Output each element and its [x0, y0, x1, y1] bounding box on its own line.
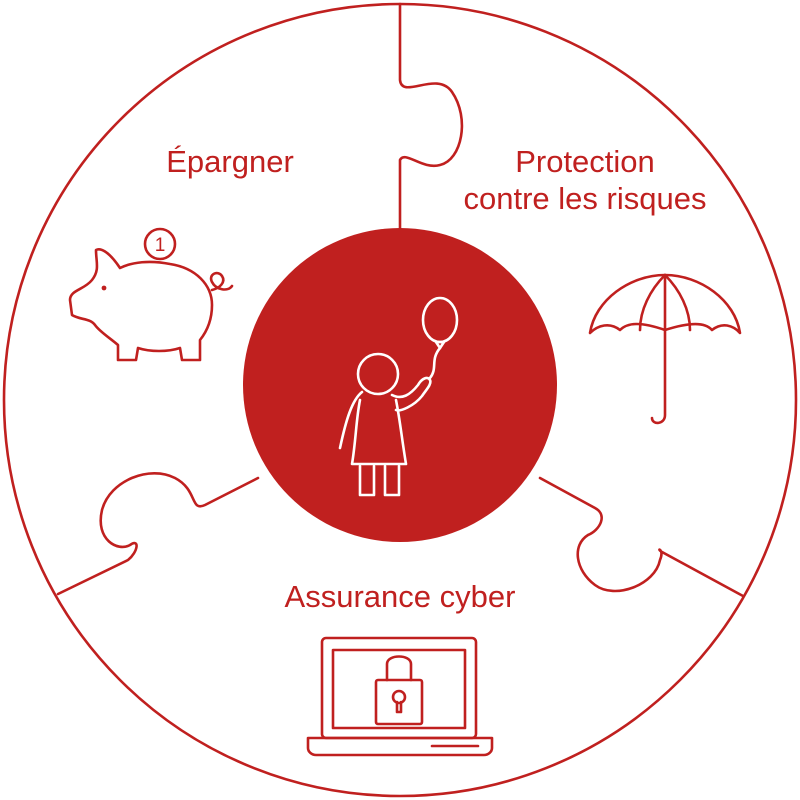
label-assurance-cyber: Assurance cyber — [284, 579, 516, 614]
child-with-balloon-icon — [338, 296, 459, 497]
umbrella-icon — [588, 273, 742, 425]
piggy-coin-text: 1 — [155, 235, 166, 256]
label-protection-line1: Protection — [515, 144, 655, 179]
divider-left — [56, 472, 260, 596]
label-protection-line2: contre les risques — [463, 181, 707, 216]
divider-right — [538, 476, 745, 598]
divider-top — [398, 2, 464, 245]
center-circle — [243, 228, 557, 542]
laptop-lock-icon — [306, 636, 494, 757]
label-protection: Protection contre les risques — [430, 143, 740, 217]
label-epargner: Épargner — [166, 144, 294, 179]
piggy-bank-icon — [68, 227, 234, 362]
